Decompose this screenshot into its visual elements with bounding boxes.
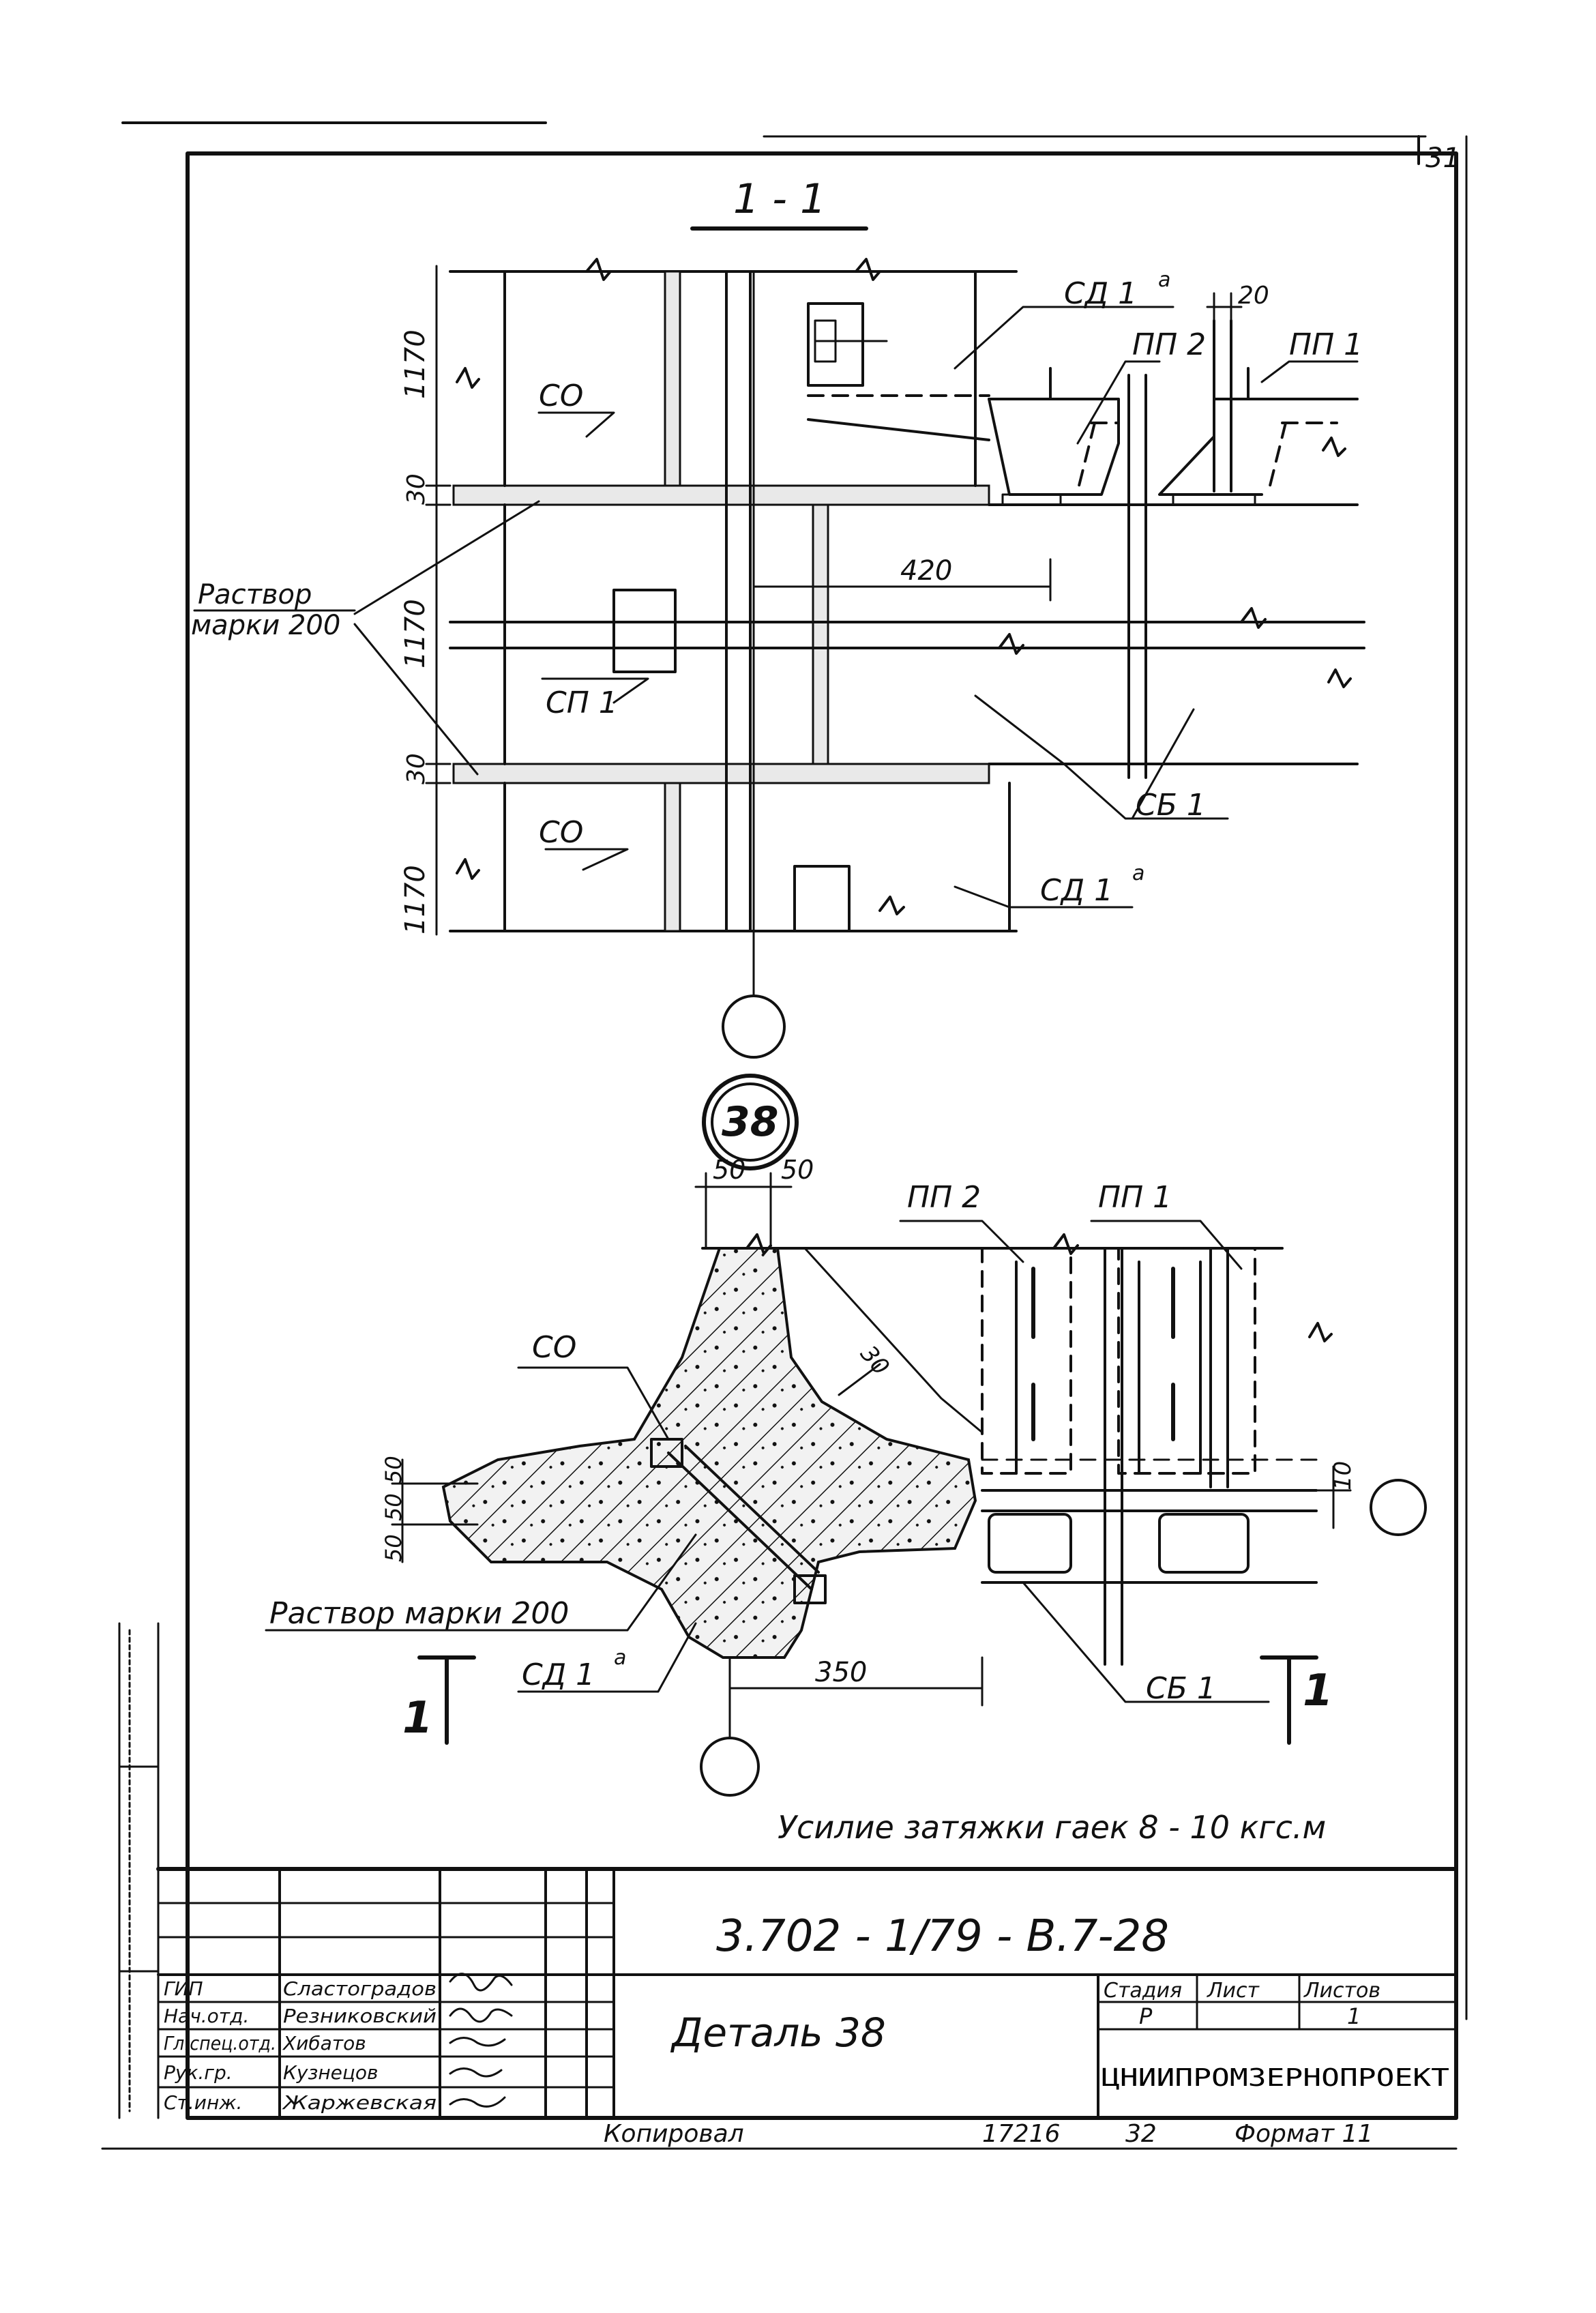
detail-38-marker: [702, 1074, 799, 1170]
axis-bubble-detail-right: [1370, 1479, 1427, 1536]
dim-1170-a: 1170: [400, 329, 431, 399]
label-co-bottom: СО: [539, 815, 583, 850]
label-mortar-line1: Раствор: [198, 579, 312, 610]
det-dim-350: 350: [815, 1657, 867, 1688]
sheets-header: Листов: [1303, 1979, 1380, 2003]
mortar-joint-upper: [452, 484, 990, 506]
cut-label-left: 1: [402, 1693, 433, 1743]
det-label-pp1: ПП 1: [1098, 1180, 1172, 1215]
label-sp1: СП 1: [546, 686, 618, 720]
sig-name-2: Резниковский: [283, 2005, 437, 2027]
det-label-sd1a: СД 1: [522, 1658, 595, 1692]
label-sd1a-top-sup: а: [1158, 268, 1170, 292]
label-pp2-top: ПП 2: [1132, 327, 1206, 362]
mortar-joint-cruciform: [441, 1247, 977, 1659]
det-dim-10: 10: [1329, 1461, 1357, 1490]
stage-header: Стадия: [1104, 1979, 1182, 2003]
label-sd1a-bottom: СД 1: [1040, 873, 1113, 908]
sig-role-2: Нач.отд.: [164, 2005, 249, 2027]
det-label-sd1a-sup: а: [614, 1646, 626, 1670]
section-1-1-drawing: [353, 258, 1365, 1059]
footer-sheet: 32: [1125, 2120, 1157, 2148]
anchor-top: [807, 302, 864, 387]
top-rule: [121, 121, 1427, 138]
page-number: 31: [1425, 143, 1460, 174]
sheet-header: Лист: [1207, 1979, 1260, 2003]
tightening-note: Усилие затяжки гаек 8 - 10 кгс.м: [778, 1809, 1326, 1846]
det-dim-50-b: 50: [381, 1493, 407, 1521]
detail-38-drawing: [265, 1172, 1427, 1797]
label-pp1-top: ПП 1: [1289, 327, 1363, 362]
sig-role-1: ГИП: [164, 1977, 203, 2000]
det-dim-30: 30: [855, 1340, 894, 1381]
sig-name-3: Хибатов: [282, 2032, 366, 2054]
sig-name-5: Жаржевская: [282, 2091, 437, 2114]
cut-label-right: 1: [1303, 1666, 1333, 1716]
sig-role-5: Ст.инж.: [164, 2091, 242, 2114]
axis-bubble-detail-bottom: [700, 1737, 760, 1797]
label-sd1a-bottom-sup: а: [1132, 861, 1144, 885]
label-dim-420: 420: [900, 555, 952, 587]
sig-name-1: Сластоградов: [283, 1977, 437, 2000]
footer-copied: Копировал: [604, 2120, 744, 2148]
stage-value: Р: [1139, 2003, 1153, 2029]
binding-strip: [118, 1622, 160, 2119]
det-label-sb1: СБ 1: [1146, 1671, 1216, 1706]
footer-format: Формат 11: [1235, 2120, 1373, 2148]
sheets-value: 1: [1347, 2003, 1361, 2029]
anchor-middle: [612, 589, 677, 673]
dim-1170-c: 1170: [400, 865, 431, 934]
det-label-mortar: Раствор марки 200: [269, 1596, 569, 1631]
det-label-pp2: ПП 2: [907, 1180, 981, 1215]
footer-order: 17216: [982, 2120, 1061, 2148]
dim-30-a: 30: [402, 473, 430, 505]
det-dim-50-left: 50: [713, 1155, 745, 1185]
doc-code: 3.702 - 1/79 - В.7-28: [716, 1911, 1169, 1962]
sig-name-4: Кузнецов: [283, 2061, 379, 2084]
axis-bubble-section: [722, 995, 786, 1059]
title-block: [156, 1867, 1458, 2119]
det-label-co: СО: [532, 1330, 576, 1365]
drawing-title: Деталь 38: [670, 2009, 886, 2056]
detail-number: 38: [722, 1098, 779, 1146]
det-dim-50-a: 50: [381, 1456, 407, 1484]
det-dim-50-right: 50: [781, 1155, 814, 1185]
label-sb1-top: СБ 1: [1136, 788, 1206, 823]
label-co-top: СО: [539, 379, 583, 413]
section-title: 1 - 1: [733, 175, 826, 223]
label-sd1a-top: СД 1: [1064, 276, 1137, 311]
label-mortar-line2: марки 200: [191, 610, 340, 641]
mortar-joint-lower: [452, 763, 990, 784]
dim-1170-b: 1170: [400, 599, 431, 668]
dim-30-b: 30: [402, 753, 430, 784]
sheet-frame: [186, 135, 1468, 2120]
sig-role-3: Гл.спец.отд.: [164, 2032, 276, 2054]
anchor-bottom: [793, 865, 851, 932]
organization: ЦНИИПРОМЗЕРНОПРОЕКТ: [1102, 2064, 1449, 2092]
sig-role-4: Рук.гр.: [164, 2061, 233, 2084]
label-dim-20: 20: [1238, 282, 1269, 310]
det-dim-50-c: 50: [381, 1534, 407, 1562]
